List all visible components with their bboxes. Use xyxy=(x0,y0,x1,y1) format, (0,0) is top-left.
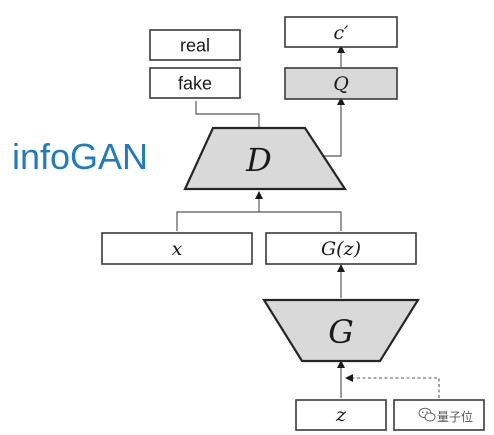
c-prime-label: c′ xyxy=(334,22,350,44)
fake-label: fake xyxy=(178,74,212,94)
connectors xyxy=(176,45,440,398)
watermark-label: 量子位 xyxy=(437,409,473,424)
generator-label: G xyxy=(328,313,354,351)
q-label: Q xyxy=(333,73,349,95)
c-box xyxy=(393,399,485,431)
gz-box: G(z) xyxy=(265,232,417,265)
wechat-icon xyxy=(418,407,436,422)
z-label: z xyxy=(335,404,347,426)
fake-box: fake xyxy=(149,67,241,99)
x-box: x xyxy=(101,232,253,265)
x-to-d-line xyxy=(176,211,259,231)
gz-to-d-line xyxy=(259,211,342,231)
real-box: real xyxy=(149,29,241,61)
c-prime-box: c′ xyxy=(284,16,398,48)
real-label: real xyxy=(180,36,210,56)
watermark: 量子位 xyxy=(418,407,473,424)
d-to-q-line xyxy=(322,97,345,157)
diagram-title: infoGAN xyxy=(12,136,148,177)
discriminator-label: D xyxy=(245,141,272,179)
discriminator-block: D xyxy=(183,126,348,191)
z-box: z xyxy=(295,399,387,431)
x-label: x xyxy=(172,238,183,260)
d-to-fake-line xyxy=(195,101,260,128)
generator-block: G xyxy=(262,298,420,363)
c-to-g-dashed-line xyxy=(345,374,440,398)
q-box: Q xyxy=(284,67,398,100)
gz-label: G(z) xyxy=(321,238,361,260)
